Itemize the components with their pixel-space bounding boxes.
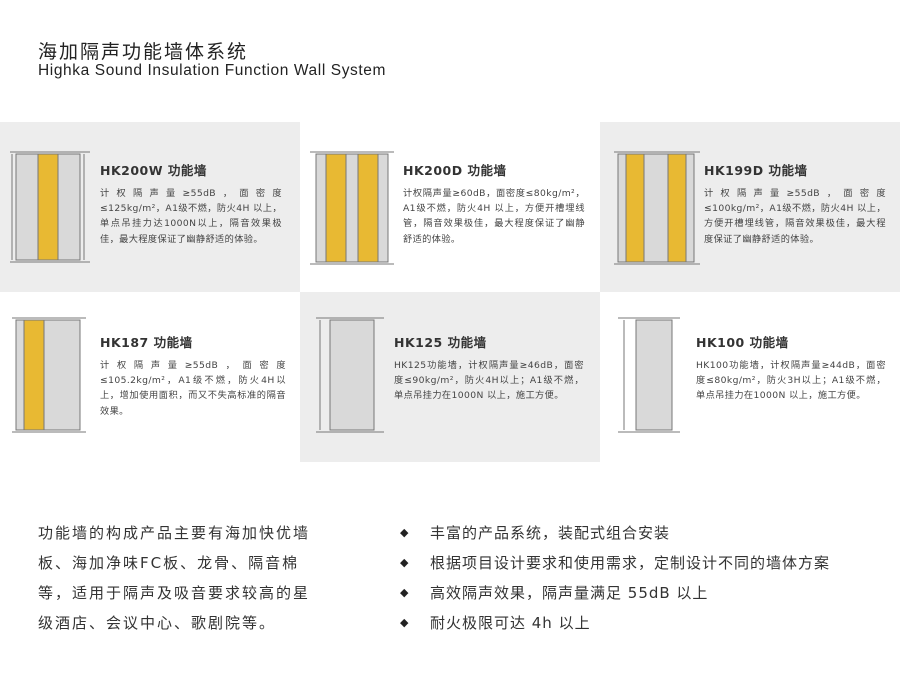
feature-item: ◆ 根据项目设计要求和使用需求，定制设计不同的墙体方案 (400, 548, 830, 578)
feature-item: ◆ 耐火极限可达 4h 以上 (400, 608, 830, 638)
wall-description: 计权隔声量≥55dB，面密度≤125kg/m²，A1级不燃，防火4H 以上，单点… (100, 188, 282, 245)
diamond-bullet-icon: ◆ (400, 616, 410, 629)
feature-item: ◆ 丰富的产品系统，装配式组合安装 (400, 518, 830, 548)
wall-name: HK199D 功能墙 (704, 163, 808, 178)
wall-card-hk200d: HK200D 功能墙 计权隔声量≥60dB，面密度≤80kg/m²，A1级不燃，… (300, 122, 600, 292)
page-title: 海加隔声功能墙体系统 (38, 41, 249, 63)
feature-text: 丰富的产品系统，装配式组合安装 (430, 524, 671, 542)
wall-card-hk187: HK187 功能墙 计权隔声量≥55dB，面密度≤105.2kg/m²，A1级不… (0, 292, 300, 462)
hk100-section-diagram (618, 317, 680, 433)
hk187-section-diagram (12, 317, 86, 433)
feature-text: 高效隔声效果，隔声量满足 55dB 以上 (430, 584, 709, 602)
wall-description: 计权隔声量≥55dB，面密度≤100kg/m²，A1级不燃，防火4H 以上，方便… (704, 188, 886, 245)
wall-name: HK100 功能墙 (696, 335, 789, 350)
wall-card-hk199d: HK199D 功能墙 计权隔声量≥55dB，面密度≤100kg/m²，A1级不燃… (600, 122, 900, 292)
hk199d-section-diagram (614, 151, 700, 265)
wall-name: HK200W 功能墙 (100, 163, 207, 178)
wall-description: 计权隔声量≥60dB，面密度≤80kg/m²，A1级不燃，防火4H 以上，方便开… (403, 188, 585, 245)
feature-list: ◆ 丰富的产品系统，装配式组合安装 ◆ 根据项目设计要求和使用需求，定制设计不同… (400, 518, 830, 638)
hk200d-section-diagram (310, 151, 394, 265)
feature-text: 耐火极限可达 4h 以上 (430, 614, 591, 632)
wall-card-hk100: HK100 功能墙 HK100功能墙，计权隔声量≥44dB，面密度≤80kg/m… (600, 292, 900, 462)
feature-text: 根据项目设计要求和使用需求，定制设计不同的墙体方案 (430, 554, 831, 572)
wall-name: HK125 功能墙 (394, 335, 487, 350)
diamond-bullet-icon: ◆ (400, 526, 410, 539)
wall-card-hk125: HK125 功能墙 HK125功能墙，计权隔声量≥46dB，面密度≤90kg/m… (300, 292, 600, 462)
intro-paragraph: 功能墙的构成产品主要有海加快优墙板、海加净味FC板、龙骨、隔音棉等，适用于隔声及… (38, 524, 311, 632)
wall-description: HK125功能墙，计权隔声量≥46dB，面密度≤90kg/m²，防火4H以上；A… (394, 360, 584, 402)
wall-name: HK187 功能墙 (100, 335, 193, 350)
hk200w-section-diagram (10, 151, 90, 263)
diamond-bullet-icon: ◆ (400, 586, 410, 599)
diamond-bullet-icon: ◆ (400, 556, 410, 569)
wall-card-hk200w: HK200W 功能墙 计权隔声量≥55dB，面密度≤125kg/m²，A1级不燃… (0, 122, 300, 292)
wall-description: HK100功能墙，计权隔声量≥44dB，面密度≤80kg/m²，防火3H以上；A… (696, 360, 886, 402)
page-subtitle: Highka Sound Insulation Function Wall Sy… (38, 62, 387, 79)
hk125-section-diagram (316, 317, 384, 433)
wall-name: HK200D 功能墙 (403, 163, 507, 178)
wall-description: 计权隔声量≥55dB，面密度≤105.2kg/m²，A1级不燃，防火4H以上，增… (100, 360, 286, 417)
feature-item: ◆ 高效隔声效果，隔声量满足 55dB 以上 (400, 578, 830, 608)
